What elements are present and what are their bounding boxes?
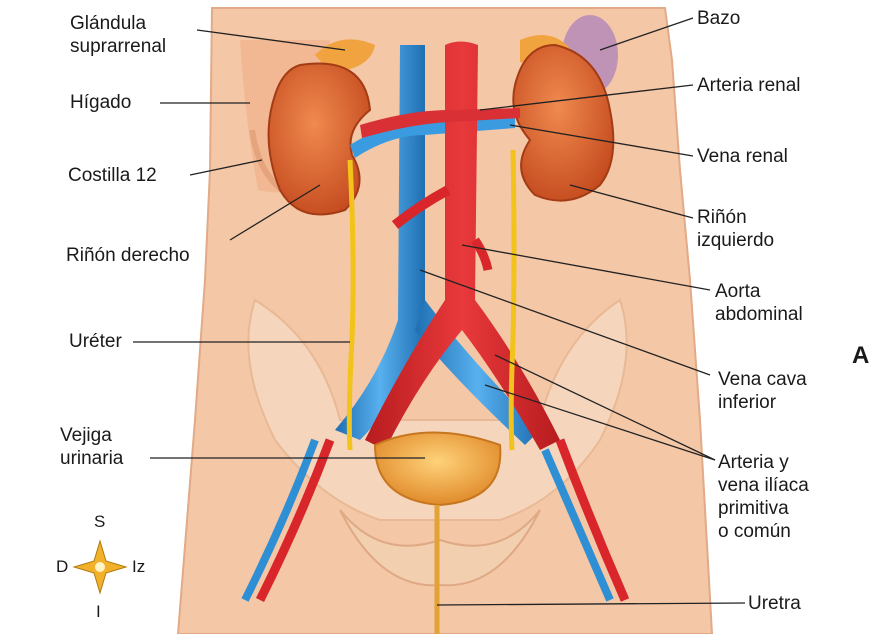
compass-superior: S [94,512,105,532]
label-higado: Hígado [70,91,131,114]
compass-derecha: D [56,557,68,577]
label-costilla-12: Costilla 12 [68,164,157,187]
label-line: Aorta [715,280,803,303]
label-line: izquierdo [697,229,774,252]
label-line: Hígado [70,91,131,114]
label-line: o común [718,520,809,543]
label-line: inferior [718,391,807,414]
label-line: Vena cava [718,368,807,391]
label-bazo: Bazo [697,7,740,30]
label-line: Costilla 12 [68,164,157,187]
label-line: abdominal [715,303,803,326]
compass-izquierda: Iz [132,557,145,577]
label-line: primitiva [718,497,809,520]
label-line: Uretra [748,592,801,615]
label-line: suprarrenal [70,35,166,58]
label-line: Vena renal [697,145,788,168]
label-line: Vejiga [60,424,123,447]
label-rinon-derecho: Riñón derecho [66,244,190,267]
label-line: Bazo [697,7,740,30]
compass-inferior: I [96,602,101,622]
label-ureter: Uréter [69,330,122,353]
label-glandula-suprarrenal: Glándula suprarrenal [70,12,166,58]
panel-letter: A [852,342,869,370]
label-arteria-renal: Arteria renal [697,74,801,97]
label-aorta-abdominal: Aorta abdominal [715,280,803,326]
label-uretra: Uretra [748,592,801,615]
label-line: Riñón [697,206,774,229]
compass-star-icon [74,541,126,593]
label-line: Arteria y [718,451,809,474]
label-vejiga-urinaria: Vejiga urinaria [60,424,123,470]
label-vena-renal: Vena renal [697,145,788,168]
label-arteria-vena-iliaca: Arteria y vena ilíaca primitiva o común [718,451,809,543]
label-line: urinaria [60,447,123,470]
label-line: Uréter [69,330,122,353]
label-line: vena ilíaca [718,474,809,497]
label-line: Arteria renal [697,74,801,97]
left-ureter [511,150,514,450]
label-line: Glándula [70,12,166,35]
label-rinon-izquierdo: Riñón izquierdo [697,206,774,252]
label-line: Riñón derecho [66,244,190,267]
label-vena-cava-inferior: Vena cava inferior [718,368,807,414]
